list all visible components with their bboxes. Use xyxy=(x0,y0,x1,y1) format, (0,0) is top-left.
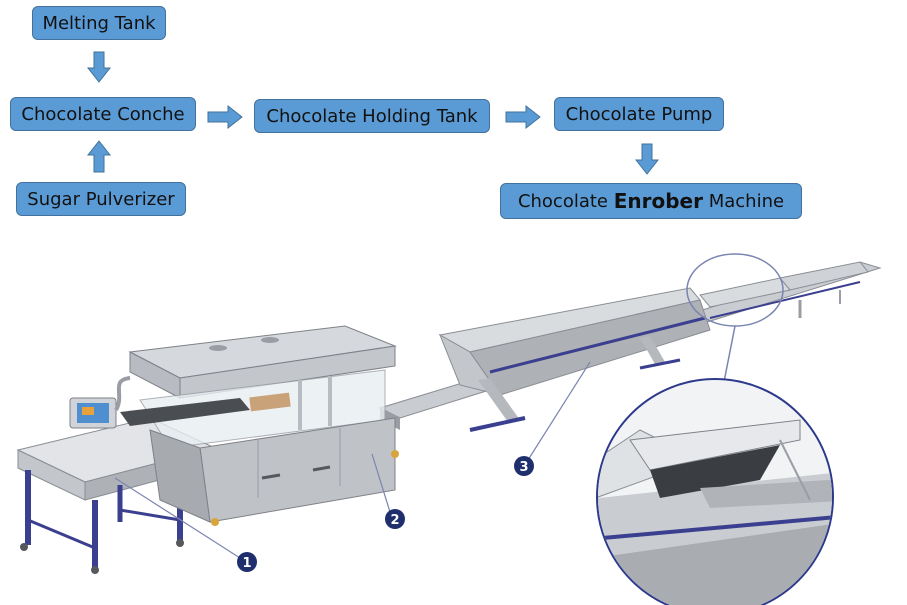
sugar-pulverizer-label: Sugar Pulverizer xyxy=(27,188,175,210)
arrow-down-pump-to-enrober xyxy=(634,143,660,175)
melting-tank-box: Melting Tank xyxy=(32,6,166,40)
enrober-line-illustration xyxy=(16,261,882,574)
arrow-up-pulverizer-to-conche xyxy=(86,140,112,173)
callout-badge-2: 2 xyxy=(385,509,405,529)
arrow-down-melting-to-conche xyxy=(86,51,112,83)
enrober-label-pre: Chocolate xyxy=(517,190,614,212)
callout-2-label: 2 xyxy=(390,513,399,528)
chocolate-pump-box: Chocolate Pump xyxy=(554,97,724,131)
arrow-right-conche-to-tank xyxy=(207,104,243,130)
callout-1-leader xyxy=(114,477,241,559)
holding-tank-box: Chocolate Holding Tank xyxy=(254,99,490,133)
enrober-label-post: Machine xyxy=(702,190,785,212)
chocolate-pump-label: Chocolate Pump xyxy=(565,103,713,125)
callout-1-label: 1 xyxy=(242,556,251,571)
arrow-right-tank-to-pump xyxy=(505,104,541,130)
holding-tank-label: Chocolate Holding Tank xyxy=(266,105,478,127)
callout-3-label: 3 xyxy=(519,460,528,475)
sugar-pulverizer-box: Sugar Pulverizer xyxy=(16,182,186,216)
chocolate-conche-box: Chocolate Conche xyxy=(10,97,196,131)
callout-2-leader xyxy=(371,453,391,513)
enrober-label-bold: Enrober xyxy=(613,189,703,213)
melting-tank-label: Melting Tank xyxy=(42,12,156,34)
chocolate-conche-label: Chocolate Conche xyxy=(21,103,185,125)
callout-3-leader xyxy=(527,361,591,461)
callout-badge-3: 3 xyxy=(514,456,534,476)
callout-badge-1: 1 xyxy=(237,552,257,572)
enrober-machine-box: Chocolate Enrober Machine xyxy=(500,183,802,219)
